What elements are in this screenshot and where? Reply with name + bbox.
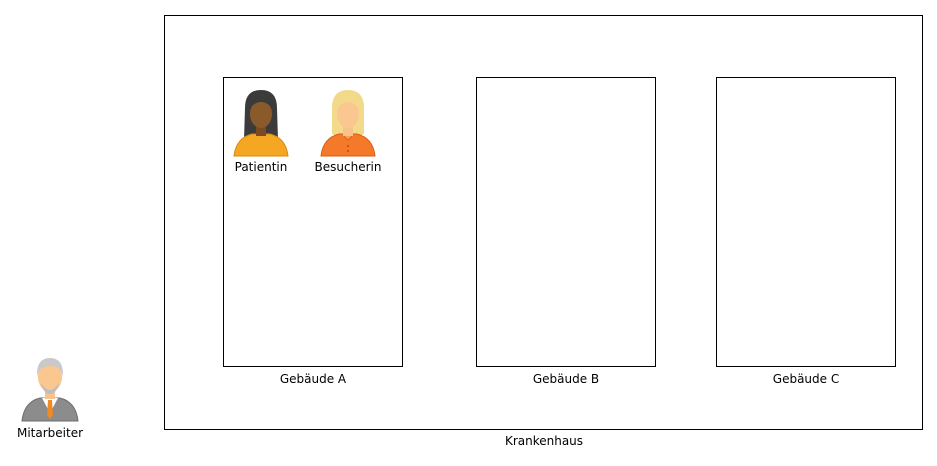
building-b-frame [476,77,656,367]
woman-blonde-hair-icon [317,88,379,158]
staff-label: Mitarbeiter [16,426,84,440]
building-b-label: Gebäude B [532,372,600,386]
man-gray-hair-tie-icon [19,353,81,423]
building-c-frame [716,77,896,367]
hospital-label: Krankenhaus [504,434,584,448]
woman-dark-hair-icon [230,88,292,158]
building-c-label: Gebäude C [772,372,840,386]
staff-figure [19,353,81,423]
patient-figure [230,88,292,158]
building-a-label: Gebäude A [279,372,347,386]
visitor-figure [317,88,379,158]
visitor-label: Besucherin [314,160,382,174]
patient-label: Patientin [234,160,288,174]
